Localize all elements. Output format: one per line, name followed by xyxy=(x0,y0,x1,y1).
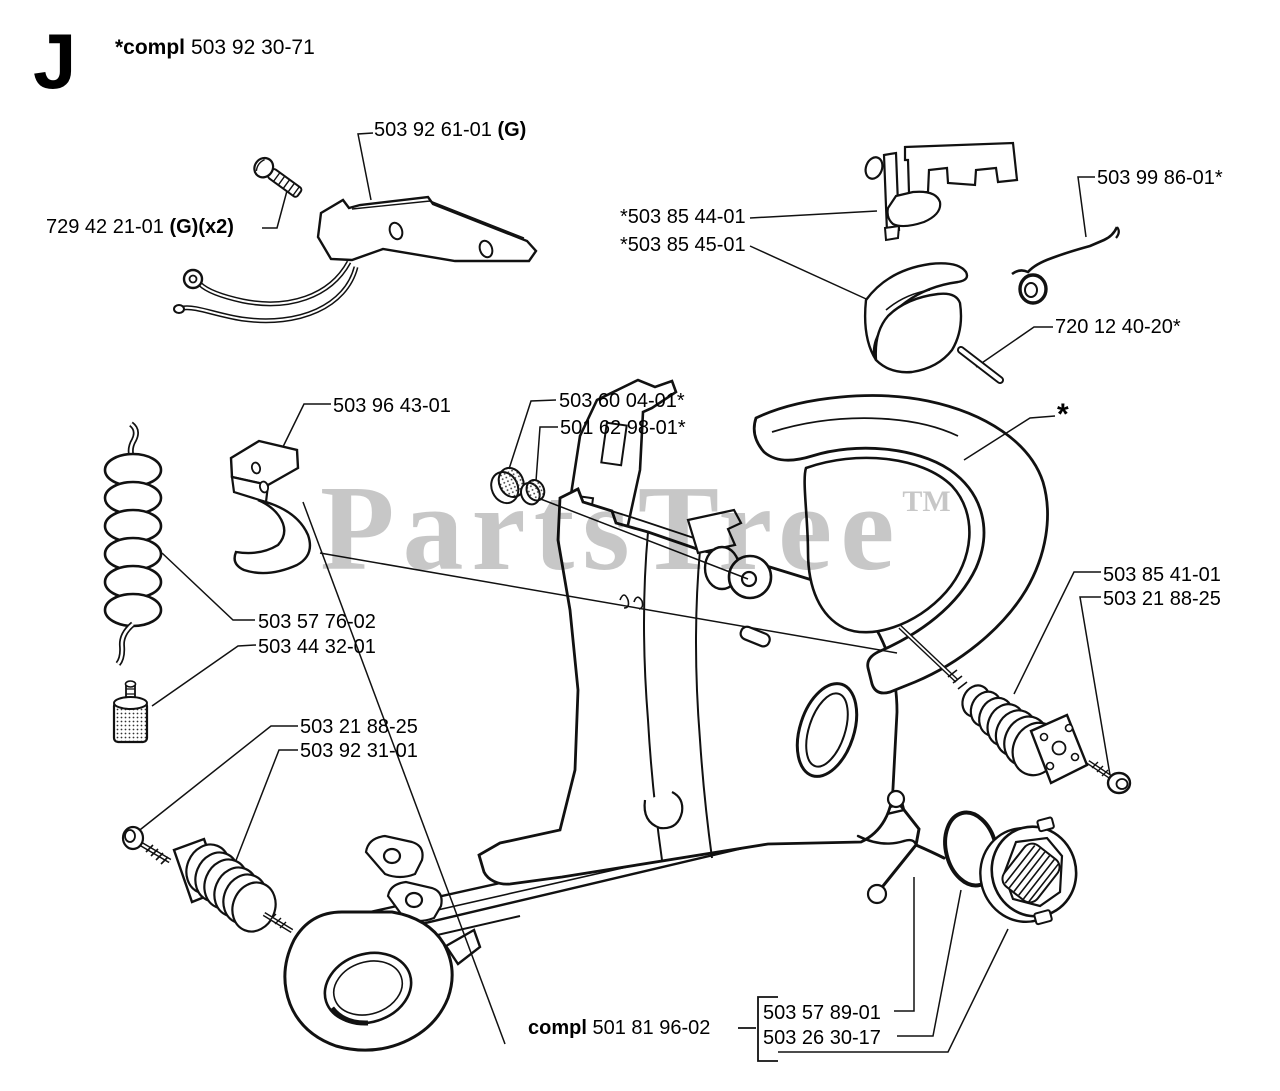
left-damper-spring xyxy=(172,837,294,933)
hand-guard xyxy=(863,262,969,374)
part-label-503-26-30-17: 503 26 30-17 xyxy=(763,1027,881,1049)
part-label-501-62-98-01: 501 62 98-01* xyxy=(560,417,686,439)
part-label-503-92-31-01: 503 92 31-01 xyxy=(300,740,418,762)
fuel-cap xyxy=(979,816,1078,926)
throttle-trigger-assembly xyxy=(864,141,1019,242)
part-label-503-21-88-25-left: 503 21 88-25 xyxy=(300,716,418,738)
crankcase-opening xyxy=(795,682,859,778)
damper-boss xyxy=(686,508,773,600)
leader-lines xyxy=(135,132,1111,1062)
fuel-tank xyxy=(477,487,899,886)
ignition-spring-wire xyxy=(1011,226,1120,305)
coiled-fuel-hose xyxy=(103,421,163,666)
trigger-lockout-lever xyxy=(229,439,312,575)
mount-lugs xyxy=(364,834,443,923)
right-damper-spring xyxy=(898,625,1089,785)
part-label-503-92-61-01: 503 92 61-01 (G) xyxy=(374,119,527,141)
part-label-asterisk: * xyxy=(1057,398,1069,431)
group-bracket xyxy=(757,996,778,1062)
part-label-729-42-21-01: 729 42 21-01 (G)(x2) xyxy=(46,216,234,238)
assembly-header-bold: *compl xyxy=(115,36,186,59)
assembly-header-number: 503 92 30-71 xyxy=(191,36,315,59)
screw-729-42-21 xyxy=(253,156,303,198)
part-label-503-60-04-01: 503 60 04-01* xyxy=(559,390,685,412)
bracket-plate-503-92-61 xyxy=(173,195,538,324)
roll-pin xyxy=(957,346,1004,384)
trademark-symbol: TM xyxy=(902,485,951,518)
rear-handle xyxy=(752,394,1049,695)
part-label-503-85-41-01: 503 85 41-01 xyxy=(1103,564,1221,586)
part-label-503-99-86-01: 503 99 86-01* xyxy=(1097,167,1223,189)
main-tank-handle-body xyxy=(283,378,1049,1052)
part-label-503-96-43-01: 503 96 43-01 xyxy=(333,395,451,417)
grommet-plug-small xyxy=(519,479,546,506)
fuel-cap-retainer xyxy=(856,789,946,905)
part-label-503-44-32-01: 503 44 32-01 xyxy=(258,636,376,658)
grommet-plug-large xyxy=(490,466,525,505)
left-damper-screw xyxy=(121,825,172,865)
wire-harness xyxy=(173,260,359,324)
right-damper-screw xyxy=(1086,760,1132,795)
part-label-503-57-89-01: 503 57 89-01 xyxy=(763,1002,881,1024)
fuel-filter xyxy=(112,680,149,744)
section-letter: J xyxy=(33,17,77,105)
part-label-compl-501-81-96-02: compl 501 81 96-02 xyxy=(528,1017,711,1039)
part-label-503-21-88-25-right: 503 21 88-25 xyxy=(1103,588,1221,610)
part-label-503-57-76-02: 503 57 76-02 xyxy=(258,611,376,633)
part-label-720-12-40-20: 720 12 40-20* xyxy=(1055,316,1181,338)
part-label-503-85-44-01: *503 85 44-01 xyxy=(620,206,746,228)
partstree-watermark: PartsTreeTM xyxy=(320,461,951,596)
part-label-503-85-45-01: *503 85 45-01 xyxy=(620,234,746,256)
